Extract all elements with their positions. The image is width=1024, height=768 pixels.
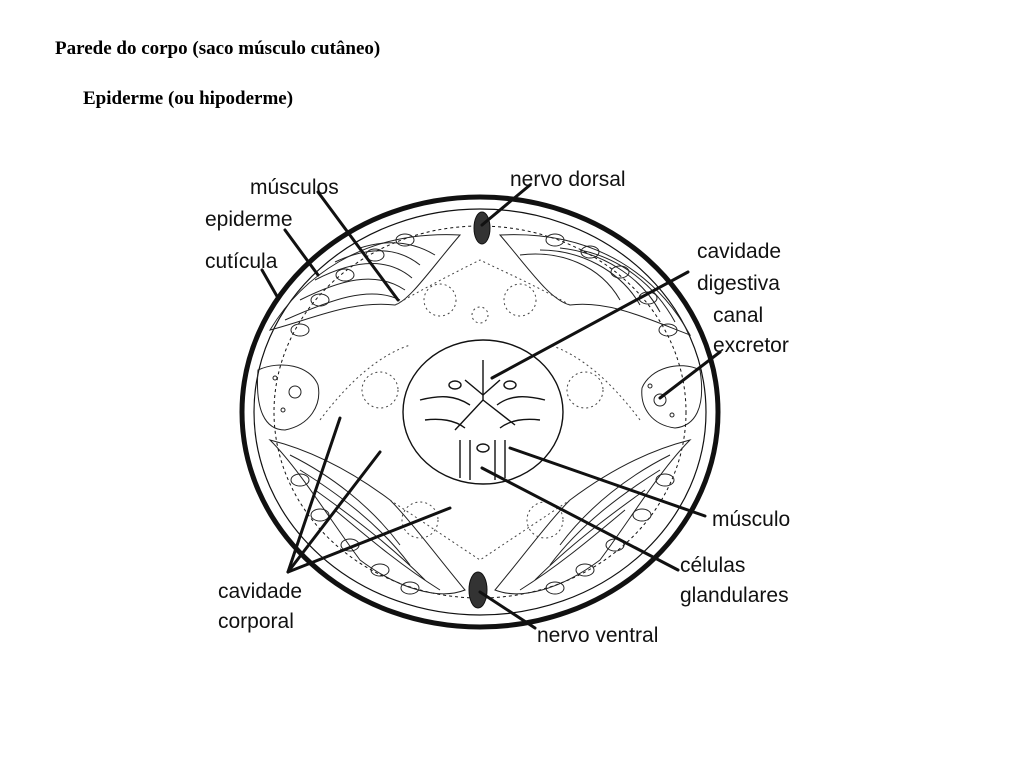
leader-epiderme [283, 228, 320, 277]
dorsal-nerve-shape [473, 211, 491, 245]
cuticle-outline [239, 194, 721, 630]
leader-musculos [316, 190, 400, 302]
label-nervo-ventral: nervo ventral [537, 624, 658, 647]
leader-cavidade-corporal-c [286, 506, 452, 574]
excretory-canals [256, 364, 703, 431]
label-canal-excretor-line2: excretor [713, 334, 789, 357]
page-title: Parede do corpo (saco músculo cutâneo) [55, 38, 381, 59]
muscle-quadrants [268, 234, 692, 595]
label-cuticula: cutícula [205, 250, 278, 273]
ventral-nerve-shape [468, 571, 488, 609]
label-cavidade-digestiva-line2: digestiva [697, 272, 780, 295]
leader-canal-excretor [658, 350, 722, 400]
leader-celulas-glandulares [480, 466, 680, 572]
label-celulas-glandulares-line1: células [680, 554, 745, 577]
label-cavidade-digestiva-line1: cavidade [697, 240, 781, 263]
label-cavidade-corporal-line1: cavidade [218, 580, 302, 603]
label-nervo-dorsal: nervo dorsal [510, 168, 626, 191]
digestive-tube [402, 339, 564, 485]
page-subtitle: Epiderme (ou hipoderme) [83, 88, 294, 109]
leader-musculo [508, 446, 707, 518]
nerve-cords [468, 211, 491, 609]
leader-lines [260, 183, 722, 630]
leader-nervo-dorsal [480, 183, 532, 227]
epidermis-inner-outline [253, 208, 707, 616]
leader-cuticula [260, 268, 280, 300]
body-cavity-network [319, 259, 641, 561]
leader-cavidade-corporal-a [286, 416, 342, 574]
diagram-labels: músculos epiderme cutícula nervo dorsal … [205, 168, 790, 647]
label-epiderme: epiderme [205, 208, 293, 231]
leader-cavidade-digestiva [490, 270, 690, 380]
label-musculos: músculos [250, 176, 339, 199]
leader-nervo-ventral [478, 590, 537, 630]
label-musculo: músculo [712, 508, 790, 531]
leader-cavidade-corporal-b [286, 450, 382, 574]
label-celulas-glandulares-line2: glandulares [680, 584, 789, 607]
label-cavidade-corporal-line2: corporal [218, 610, 294, 633]
label-canal-excretor-line1: canal [713, 304, 763, 327]
